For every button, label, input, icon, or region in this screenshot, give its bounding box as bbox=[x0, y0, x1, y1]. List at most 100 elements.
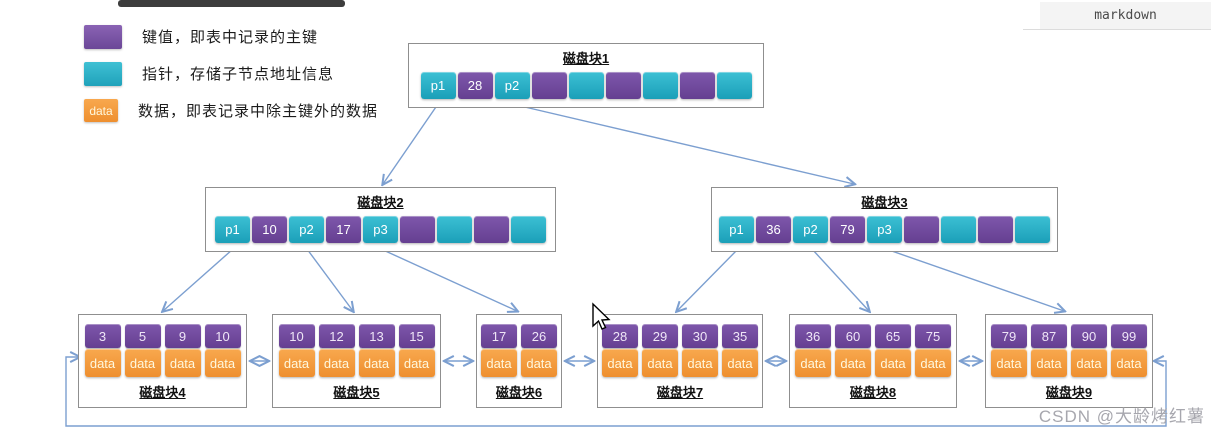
data-cell: data bbox=[521, 349, 557, 377]
key-cell bbox=[400, 216, 435, 243]
data-cell: data bbox=[84, 349, 121, 377]
data-cell: data bbox=[915, 349, 951, 377]
data-cell: data bbox=[204, 349, 241, 377]
key-cell: 79 bbox=[991, 324, 1027, 348]
node-title: 磁盘块3 bbox=[861, 195, 908, 210]
key-cell: 17 bbox=[481, 324, 517, 348]
markdown-tab[interactable]: markdown bbox=[1040, 2, 1211, 30]
pointer-cell: p1 bbox=[215, 216, 250, 243]
data-cell: data bbox=[991, 349, 1027, 377]
data-cell: data bbox=[602, 349, 638, 377]
data-cell: data bbox=[1111, 349, 1147, 377]
legend-row-pointer: 指针，存储子节点地址信息 bbox=[84, 61, 378, 86]
tab-divider bbox=[1023, 29, 1211, 30]
key-cell: 28 bbox=[602, 324, 638, 348]
key-cell: 26 bbox=[521, 324, 557, 348]
node-title: 磁盘块7 bbox=[656, 385, 704, 400]
data-cell: data bbox=[358, 349, 395, 377]
pointer-cell: p2 bbox=[793, 216, 828, 243]
data-cell: data bbox=[722, 349, 758, 377]
data-cell: data bbox=[875, 349, 911, 377]
data-cell: data bbox=[318, 349, 355, 377]
key-cell: 36 bbox=[756, 216, 791, 243]
key-cell: 17 bbox=[326, 216, 361, 243]
key-cell: 9 bbox=[164, 324, 201, 348]
node-title: 磁盘块6 bbox=[495, 385, 543, 400]
node-title: 磁盘块1 bbox=[562, 51, 610, 66]
pointer-cell: p2 bbox=[289, 216, 324, 243]
pointer-cell bbox=[437, 216, 472, 243]
pointer-cell: p1 bbox=[719, 216, 754, 243]
markdown-tab-label: markdown bbox=[1094, 8, 1157, 23]
key-cell: 99 bbox=[1111, 324, 1147, 348]
key-cell bbox=[531, 72, 567, 99]
node-title: 磁盘块4 bbox=[139, 385, 186, 400]
key-cell bbox=[679, 72, 715, 99]
legend-row-data: data 数据，即表记录中除主键外的数据 bbox=[84, 98, 378, 123]
pointer-cell bbox=[1015, 216, 1050, 243]
data-swatch: data bbox=[84, 99, 118, 122]
legend: 键值，即表中记录的主键 指针，存储子节点地址信息 data 数据，即表记录中除主… bbox=[84, 24, 378, 135]
edge-block3-to-leaf8 bbox=[811, 248, 869, 311]
node-title: 磁盘块5 bbox=[333, 385, 380, 400]
key-cell: 65 bbox=[875, 324, 911, 348]
key-cell: 5 bbox=[124, 324, 161, 348]
key-cell: 87 bbox=[1031, 324, 1067, 348]
edge-block2-to-leaf6 bbox=[380, 248, 517, 311]
key-cell: 10 bbox=[278, 324, 315, 348]
pointer-cell: p1 bbox=[420, 72, 456, 99]
key-cell: 60 bbox=[835, 324, 871, 348]
pointer-cell bbox=[941, 216, 976, 243]
legend-label-key: 键值，即表中记录的主键 bbox=[142, 29, 319, 46]
key-swatch bbox=[84, 24, 122, 49]
edge-block3-to-leaf7 bbox=[677, 248, 739, 311]
data-cell: data bbox=[795, 349, 831, 377]
key-cell: 28 bbox=[457, 72, 493, 99]
legend-label-data: 数据，即表记录中除主键外的数据 bbox=[138, 103, 379, 120]
data-cell: data bbox=[398, 349, 435, 377]
pointer-cell: p2 bbox=[494, 72, 530, 99]
edge-block2-to-leaf5 bbox=[306, 248, 353, 311]
data-cell: data bbox=[835, 349, 871, 377]
node-title: 磁盘块8 bbox=[849, 385, 897, 400]
key-cell: 36 bbox=[795, 324, 831, 348]
key-cell bbox=[978, 216, 1013, 243]
edge-root-to-block2 bbox=[383, 103, 439, 184]
node-title: 磁盘块9 bbox=[1045, 385, 1093, 400]
key-cell: 10 bbox=[204, 324, 241, 348]
data-cell: data bbox=[124, 349, 161, 377]
key-cell: 30 bbox=[682, 324, 718, 348]
